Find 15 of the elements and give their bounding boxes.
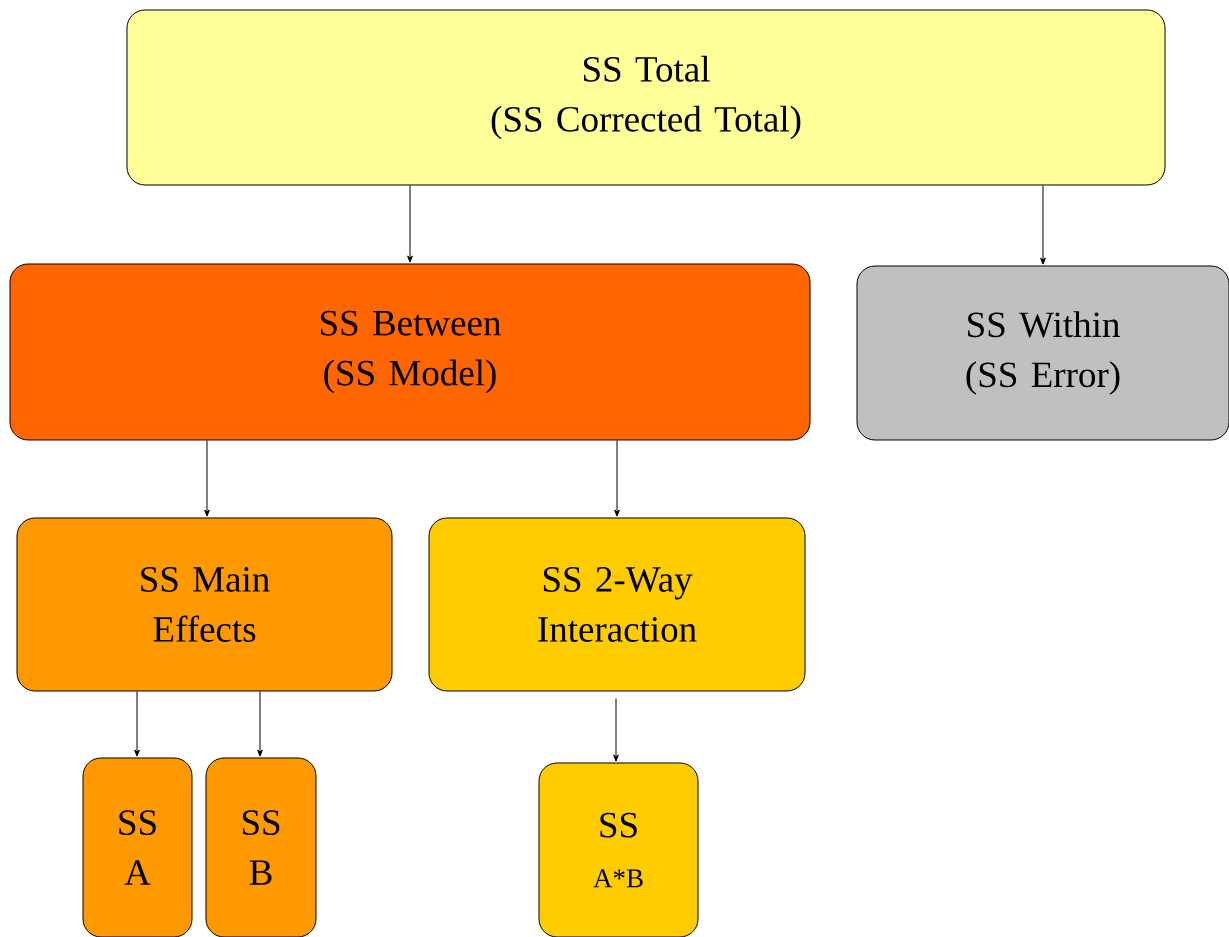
arrow bbox=[257, 691, 263, 757]
arrow bbox=[1040, 185, 1046, 265]
process-box: SS B bbox=[205, 757, 317, 937]
process-box: SS Between (SS Model) bbox=[9, 263, 811, 441]
arrow bbox=[407, 185, 413, 263]
arrow bbox=[204, 440, 210, 517]
arrow bbox=[613, 698, 619, 762]
arrow bbox=[614, 440, 620, 517]
process-box: SS 2-Way Interaction bbox=[428, 517, 806, 692]
process-box: SS Within (SS Error) bbox=[856, 265, 1229, 441]
arrow bbox=[134, 691, 140, 757]
process-box: SS Total (SS Corrected Total) bbox=[126, 9, 1166, 186]
process-box: SS A bbox=[82, 757, 193, 937]
process-box: SS A*B bbox=[538, 762, 699, 937]
process-box: SS Main Effects bbox=[16, 517, 393, 692]
